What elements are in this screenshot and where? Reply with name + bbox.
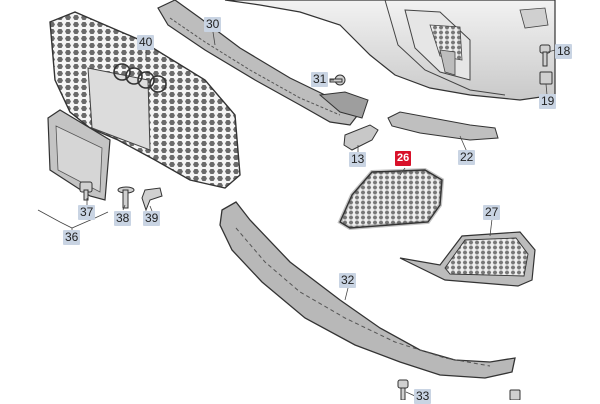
licence-plate-holder [47, 109, 111, 201]
callout-39[interactable]: 39 [143, 211, 161, 226]
callout-36[interactable]: 36 [63, 230, 81, 245]
bumper-cover [224, 0, 556, 101]
callout-18[interactable]: 18 [555, 44, 573, 59]
callout-26[interactable]: 26 [395, 151, 412, 166]
callout-30[interactable]: 30 [204, 17, 222, 32]
callout-37[interactable]: 37 [78, 205, 96, 220]
radiator-grille [49, 11, 241, 189]
callout-33[interactable]: 33 [414, 389, 432, 404]
leader-lines [37, 31, 556, 397]
callout-38[interactable]: 38 [114, 211, 132, 226]
left-air-guide-grille [337, 167, 445, 231]
callout-22[interactable]: 22 [458, 150, 476, 165]
callout-31[interactable]: 31 [311, 72, 329, 87]
fasteners [79, 44, 553, 400]
callout-13[interactable]: 13 [349, 152, 367, 167]
callout-19[interactable]: 19 [539, 94, 557, 109]
callout-40[interactable]: 40 [137, 35, 155, 50]
cover-cap [343, 124, 379, 151]
callout-32[interactable]: 32 [339, 273, 357, 288]
trim-strip [387, 111, 499, 141]
callout-27[interactable]: 27 [483, 205, 501, 220]
spoiler-lower-lip [219, 201, 516, 379]
right-air-guide-grille [399, 231, 536, 287]
